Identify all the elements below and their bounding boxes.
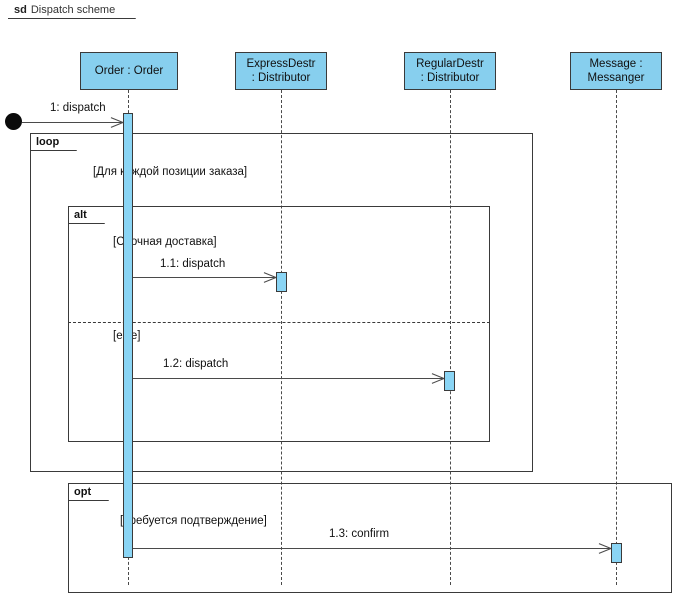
lifeline-label-expressdestr-line2: : Distributor: [251, 72, 311, 84]
activation-bar-regulardestr[interactable]: [444, 371, 455, 391]
fragment-alt-operand-divider: [68, 322, 490, 323]
fragment-alt-operator: alt: [74, 209, 87, 221]
lifeline-head-expressdestr[interactable]: ExpressDestr : Distributor: [235, 52, 327, 90]
fragment-loop-guard: [Для каждой позиции заказа]: [93, 166, 248, 178]
activation-bar-expressdestr[interactable]: [276, 272, 287, 292]
lifeline-label-regulardestr-line1: RegularDestr: [416, 58, 484, 70]
fragment-opt-tab: opt: [69, 484, 109, 501]
message-line-1-3-confirm[interactable]: [133, 548, 611, 549]
fragment-loop-operator: loop: [36, 136, 60, 148]
message-label-1-3-confirm: 1.3: confirm: [329, 528, 390, 540]
diagram-keyword: sd: [14, 4, 27, 16]
fragment-loop-tab: loop: [31, 134, 77, 151]
lifeline-stem-expressdestr: [281, 90, 282, 585]
found-message-start-dot: [5, 113, 22, 130]
message-label-1-dispatch: 1: dispatch: [50, 102, 106, 114]
fragment-alt-guard: [Срочная доставка]: [113, 236, 217, 248]
activation-bar-message[interactable]: [611, 543, 622, 563]
lifeline-label-regulardestr-line2: : Distributor: [420, 72, 480, 84]
diagram-title: Dispatch scheme: [30, 4, 116, 16]
message-label-1-1-dispatch: 1.1: dispatch: [160, 258, 226, 270]
fragment-opt-guard: [Требуется подтверждение]: [120, 515, 267, 527]
diagram-frame-header: sd Dispatch scheme: [8, 2, 136, 19]
lifeline-label-expressdestr-line1: ExpressDestr: [246, 58, 316, 70]
message-line-1-2-dispatch[interactable]: [133, 378, 444, 379]
activation-bar-order[interactable]: [123, 113, 133, 558]
message-label-1-2-dispatch: 1.2: dispatch: [163, 358, 229, 370]
message-arrowhead-1-dispatch: [110, 116, 124, 128]
message-arrowhead-1-1-dispatch: [263, 271, 277, 283]
lifeline-head-order[interactable]: Order : Order: [80, 52, 178, 90]
fragment-loop[interactable]: loop: [30, 133, 533, 472]
lifeline-stem-regulardestr: [450, 90, 451, 585]
lifeline-stem-message: [616, 90, 617, 585]
message-arrowhead-1-2-dispatch: [431, 372, 445, 384]
message-line-1-dispatch[interactable]: [22, 122, 123, 123]
lifeline-head-message[interactable]: Message : Messanger: [570, 52, 662, 90]
lifeline-head-regulardestr[interactable]: RegularDestr : Distributor: [404, 52, 496, 90]
message-line-1-1-dispatch[interactable]: [133, 277, 276, 278]
fragment-opt-operator: opt: [74, 486, 92, 498]
message-arrowhead-1-3-confirm: [598, 542, 612, 554]
lifeline-label-order-line1: Order : Order: [94, 65, 164, 77]
fragment-alt[interactable]: alt: [68, 206, 490, 442]
lifeline-label-message-line2: Messanger: [587, 72, 645, 84]
lifeline-label-message-line1: Message :: [589, 58, 643, 70]
fragment-alt-tab: alt: [69, 207, 104, 224]
